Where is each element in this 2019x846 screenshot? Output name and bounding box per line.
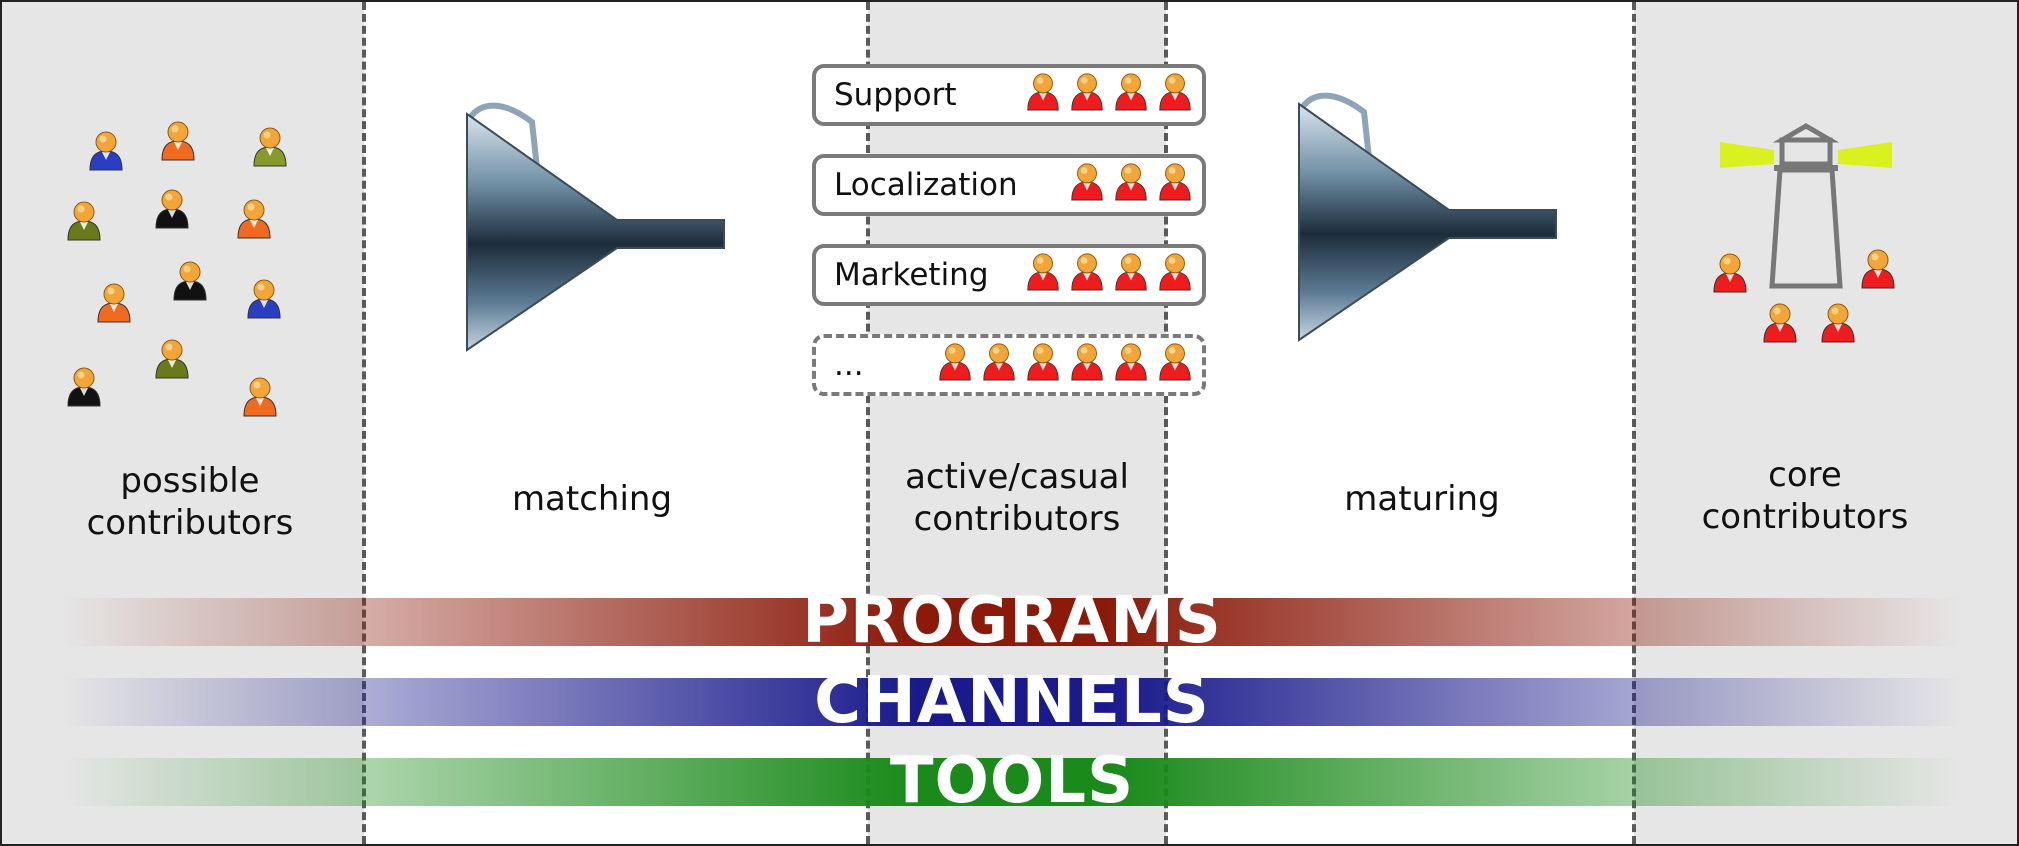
tools-band: TOOLS (62, 749, 1962, 813)
person-icon (67, 201, 101, 241)
person-icon (1027, 253, 1059, 291)
person-icon (67, 367, 101, 407)
person-icon (1713, 253, 1747, 293)
team-members (936, 342, 1194, 388)
programs-band: PROGRAMS (62, 589, 1962, 653)
person-icon (1115, 253, 1147, 291)
programs-label: PROGRAMS (802, 584, 1222, 658)
person-icon (1861, 249, 1895, 289)
person-icon (161, 121, 195, 161)
team-label: Support (834, 77, 957, 113)
person-icon (1071, 343, 1103, 381)
person-icon (1071, 163, 1103, 201)
team-box-marketing: Marketing (812, 244, 1206, 306)
divider-line (866, 2, 870, 844)
person-icon (155, 189, 189, 229)
maturing-funnel-icon (1298, 92, 1557, 342)
team-members (1024, 72, 1194, 118)
team-label: Localization (834, 167, 1018, 203)
stage-label-possible: possible contributors (86, 461, 294, 543)
team-members (1024, 252, 1194, 298)
team-box-localization: Localization (812, 154, 1206, 216)
person-icon (173, 261, 207, 301)
stage-label-maturing: maturing (1344, 479, 1500, 519)
team-label: ... (834, 347, 864, 383)
channels-label: CHANNELS (814, 664, 1210, 738)
divider-line (1164, 2, 1168, 844)
person-icon (1115, 163, 1147, 201)
stage-label-active: active/casual contributors (905, 457, 1129, 539)
person-icon (1159, 343, 1191, 381)
person-icon (1071, 253, 1103, 291)
person-icon (253, 127, 287, 167)
person-icon (1027, 73, 1059, 111)
person-icon (89, 131, 123, 171)
stage-label-matching: matching (511, 479, 673, 519)
divider-line (362, 2, 366, 844)
person-icon (97, 283, 131, 323)
person-icon (1821, 303, 1855, 343)
person-icon (1159, 253, 1191, 291)
team-label: Marketing (834, 257, 989, 293)
person-icon (243, 377, 277, 417)
person-icon (237, 199, 271, 239)
team-box-more: ... (812, 334, 1206, 396)
person-icon (1115, 343, 1147, 381)
person-icon (1071, 73, 1103, 111)
person-icon (155, 339, 189, 379)
team-members (1068, 162, 1194, 208)
person-icon (1763, 303, 1797, 343)
lighthouse-icon (1720, 123, 1892, 289)
person-icon (1159, 73, 1191, 111)
matching-funnel-icon (466, 102, 725, 352)
person-icon (247, 279, 281, 319)
divider-line (1632, 2, 1636, 844)
channels-band: CHANNELS (62, 669, 1962, 733)
tools-label: TOOLS (889, 744, 1135, 818)
person-icon (983, 343, 1015, 381)
stage-label-core: core contributors (1701, 455, 1909, 537)
team-box-support: Support (812, 64, 1206, 126)
person-icon (1115, 73, 1147, 111)
person-icon (939, 343, 971, 381)
person-icon (1159, 163, 1191, 201)
person-icon (1027, 343, 1059, 381)
